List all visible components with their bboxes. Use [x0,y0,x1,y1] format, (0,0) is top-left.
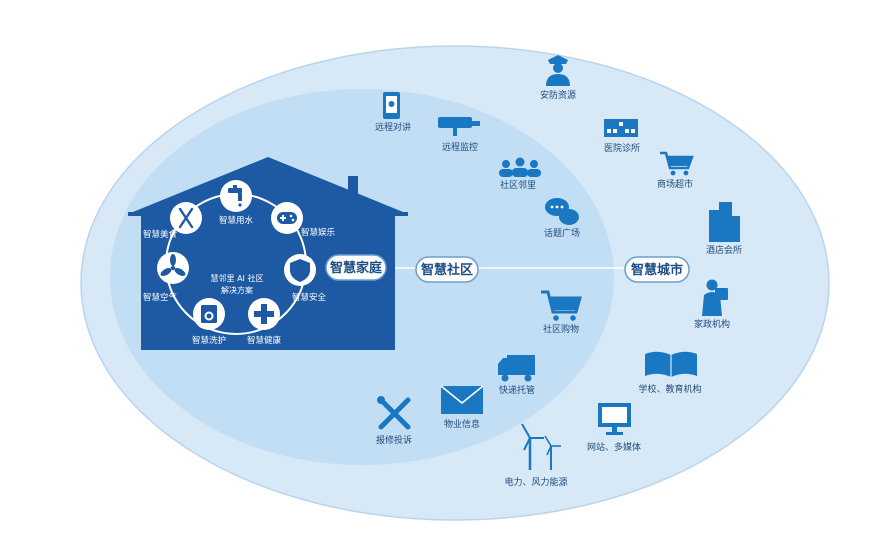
city-label-media: 网站、多媒体 [587,441,641,453]
home-item-security: 智慧安全 [284,254,326,303]
city-label-hotel: 酒店会所 [706,244,742,256]
community-item-property: 物业信息 [440,385,484,430]
city-item-housekeeping: 家政机构 [694,279,730,330]
home-item-health: 智慧健康 [247,298,282,346]
fan-icon [160,254,186,276]
community-item-shopping: 社区购物 [541,290,582,335]
community-label-monitor: 远程监控 [442,141,478,153]
city-label-mall: 商场超市 [657,178,693,190]
home-item-label-health: 智慧健康 [247,335,282,346]
cctv-camera-icon [438,117,480,136]
community-label-intercom: 远程对讲 [375,121,411,133]
city-item-hotel: 酒店会所 [706,202,742,256]
city-item-energy: 电力、风力能源 [504,423,568,488]
home-item-label-entertainment: 智慧娱乐 [301,227,336,238]
open-book-icon [645,351,697,377]
security-guard-icon [546,55,570,86]
hub-home-label: 智慧家庭 [330,260,383,276]
city-label-school: 学校、教育机构 [638,383,701,395]
hub-community-label: 智慧社区 [421,262,473,278]
community-label-neighbors: 社区邻里 [500,179,536,191]
city-label-energy: 电力、风力能源 [504,476,567,488]
city-item-hospital: 医院诊所 [604,119,640,154]
home-item-label-air: 智慧空气 [143,292,178,303]
city-label-security: 安防资源 [540,89,576,101]
home-item-label-water: 智慧用水 [219,215,254,226]
community-item-forum: 话题广场 [544,198,580,239]
home-item-air: 智慧空气 [143,252,189,303]
monitor-icon [598,403,631,435]
city-label-housekeeping: 家政机构 [694,318,730,330]
community-label-property: 物业信息 [444,418,480,430]
home-center-line1: 慧邻里 AI 社区 [211,273,264,283]
hub-community: 智慧社区 [415,256,479,283]
faucet-icon [228,185,242,207]
envelope-icon [440,385,484,414]
people-group-icon [499,157,541,177]
community-label-repair: 报修投诉 [376,434,412,446]
community-item-intercom: 远程对讲 [375,92,411,133]
community-item-repair: 报修投诉 [376,396,412,446]
utensils-icon [178,207,194,229]
hub-city-label: 智慧城市 [631,262,683,278]
medical-cross-icon [254,304,274,324]
chat-bubbles-icon [545,198,579,225]
home-item-laundry: 智慧洗护 [192,298,226,346]
phone-intercom-icon [383,92,400,119]
hub-city: 智慧城市 [624,256,690,283]
home-item-label-food: 智慧美食 [143,229,178,240]
home-item-entertainment: 智慧娱乐 [271,202,335,238]
home-center-line2: 解决方案 [221,285,253,295]
tools-wrench-icon [377,396,411,430]
home-item-food: 智慧美食 [143,202,202,240]
city-item-school: 学校、教育机构 [638,351,702,395]
community-item-monitor: 远程监控 [438,117,480,153]
skyscraper-icon [709,202,740,242]
city-label-hospital: 医院诊所 [604,142,640,154]
housekeeper-icon [702,279,728,316]
city-item-security: 安防资源 [540,55,576,101]
shopping-cart-icon [541,290,582,321]
mall-cart-icon [660,151,694,176]
washing-machine-icon [201,305,217,323]
city-item-media: 网站、多媒体 [587,403,641,453]
community-label-forum: 话题广场 [544,227,580,239]
delivery-truck-icon [498,355,535,382]
wind-turbine-icon [521,423,561,470]
home-item-label-laundry: 智慧洗护 [192,335,226,346]
community-item-neighbors: 社区邻里 [499,157,541,191]
community-item-courier: 快递托管 [498,355,535,396]
hospital-building-icon [604,119,638,137]
hub-home: 智慧家庭 [325,254,387,281]
home-item-water: 智慧用水 [219,180,254,226]
community-label-courier: 快递托管 [499,384,535,396]
city-item-mall: 商场超市 [657,151,694,190]
community-label-shopping: 社区购物 [543,323,579,335]
shield-icon [290,259,310,282]
home-item-label-security: 智慧安全 [292,292,327,303]
gamepad-icon [277,212,297,224]
